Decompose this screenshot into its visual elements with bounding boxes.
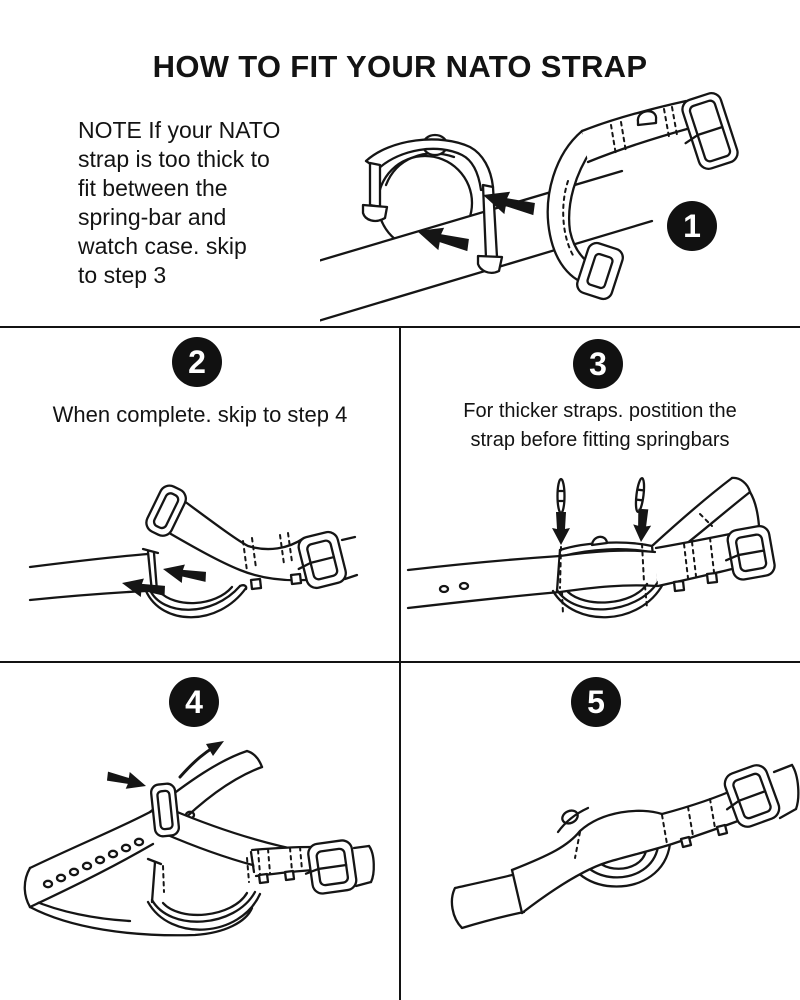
up-right-arrow-icon: [104, 741, 224, 794]
step3-illustration: [406, 476, 776, 619]
step2-watch-drawing: [28, 547, 248, 619]
step1-badge: 1: [667, 201, 717, 251]
buckle-drawing: [724, 524, 776, 581]
step1-illustration: [320, 92, 739, 322]
step2-illustration: [28, 484, 359, 619]
step2-badge: 2: [172, 337, 222, 387]
step2-caption: When complete. skip to step 4: [52, 402, 348, 427]
step3-strap-drawing: [650, 476, 776, 593]
note-text: NOTE If your NATO strap is too thick to …: [78, 117, 281, 288]
step5-watch-drawing: [450, 806, 672, 930]
step5-illustration: [450, 763, 800, 930]
step4-buckle-drawing: [250, 839, 375, 895]
step5-strap-drawing: [510, 763, 800, 915]
divider-vertical: [399, 326, 401, 1000]
step3-caption: For thicker straps. postition the strap …: [463, 400, 737, 451]
buckle-drawing: [297, 530, 347, 590]
step4-strap-drawing: [23, 749, 312, 937]
step4-illustration: [23, 741, 375, 937]
buckle-drawing: [681, 92, 739, 170]
step4-watch-drawing: [146, 850, 262, 931]
buckle-drawing: [723, 764, 781, 828]
step1-strap-drawing: [546, 92, 739, 301]
step2-strap-drawing: [145, 484, 359, 591]
springbar-pins-drawing: [552, 476, 653, 615]
step3-badge: 3: [573, 339, 623, 389]
step5-badge: 5: [571, 677, 621, 727]
step4-badge: 4: [169, 677, 219, 727]
page-title: HOW TO FIT YOUR NATO STRAP: [152, 48, 648, 84]
step3-watch-drawing: [406, 535, 665, 619]
